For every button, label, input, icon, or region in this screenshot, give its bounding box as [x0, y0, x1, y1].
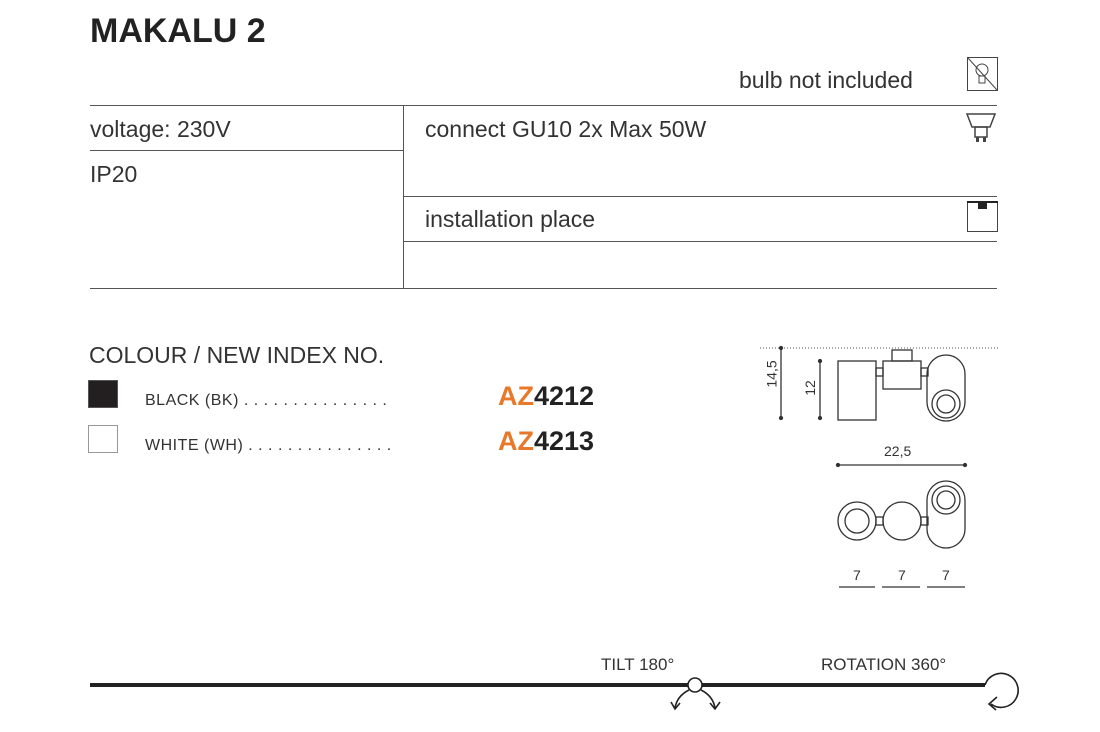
divider	[403, 196, 997, 197]
tilt-icon	[670, 677, 721, 711]
colour-label-black: BLACK (BK) . . . . . . . . . . . . . . .	[145, 392, 388, 409]
colour-label-white: WHITE (WH) . . . . . . . . . . . . . . .	[145, 437, 392, 454]
no-bulb-icon	[967, 57, 998, 91]
bulb-note: bulb not included	[739, 67, 913, 93]
divider	[90, 105, 997, 106]
ip-spec: IP20	[90, 161, 138, 187]
divider	[90, 150, 403, 151]
index-code-black: AZ4212	[498, 381, 595, 411]
segment-dim: 7	[853, 567, 861, 583]
segment-dim: 7	[942, 567, 950, 583]
ceiling-installation-icon	[967, 201, 998, 232]
installation-spec: installation place	[425, 206, 596, 232]
body-height-dim: 12	[801, 380, 818, 396]
arm-line	[90, 683, 985, 687]
rotation-label: ROTATION 360°	[821, 655, 947, 674]
divider	[90, 288, 997, 289]
rotation-icon	[984, 672, 1019, 711]
index-code-white: AZ4213	[498, 426, 595, 456]
total-height-dim: 14,5	[763, 360, 780, 388]
connect-spec: connect GU10 2x Max 50W	[425, 116, 707, 142]
dimension-drawing	[760, 345, 1000, 588]
voltage-spec: voltage: 230V	[90, 116, 231, 142]
segment-dim: 7	[898, 567, 906, 583]
tilt-label: TILT 180°	[601, 655, 675, 674]
divider	[403, 241, 997, 242]
total-width-dim: 22,5	[884, 443, 912, 459]
gu10-bulb-icon	[965, 113, 997, 142]
white-swatch	[88, 425, 118, 453]
colour-heading: COLOUR / NEW INDEX NO.	[89, 342, 385, 368]
black-swatch	[88, 380, 118, 408]
page-title: MAKALU 2	[90, 12, 266, 50]
